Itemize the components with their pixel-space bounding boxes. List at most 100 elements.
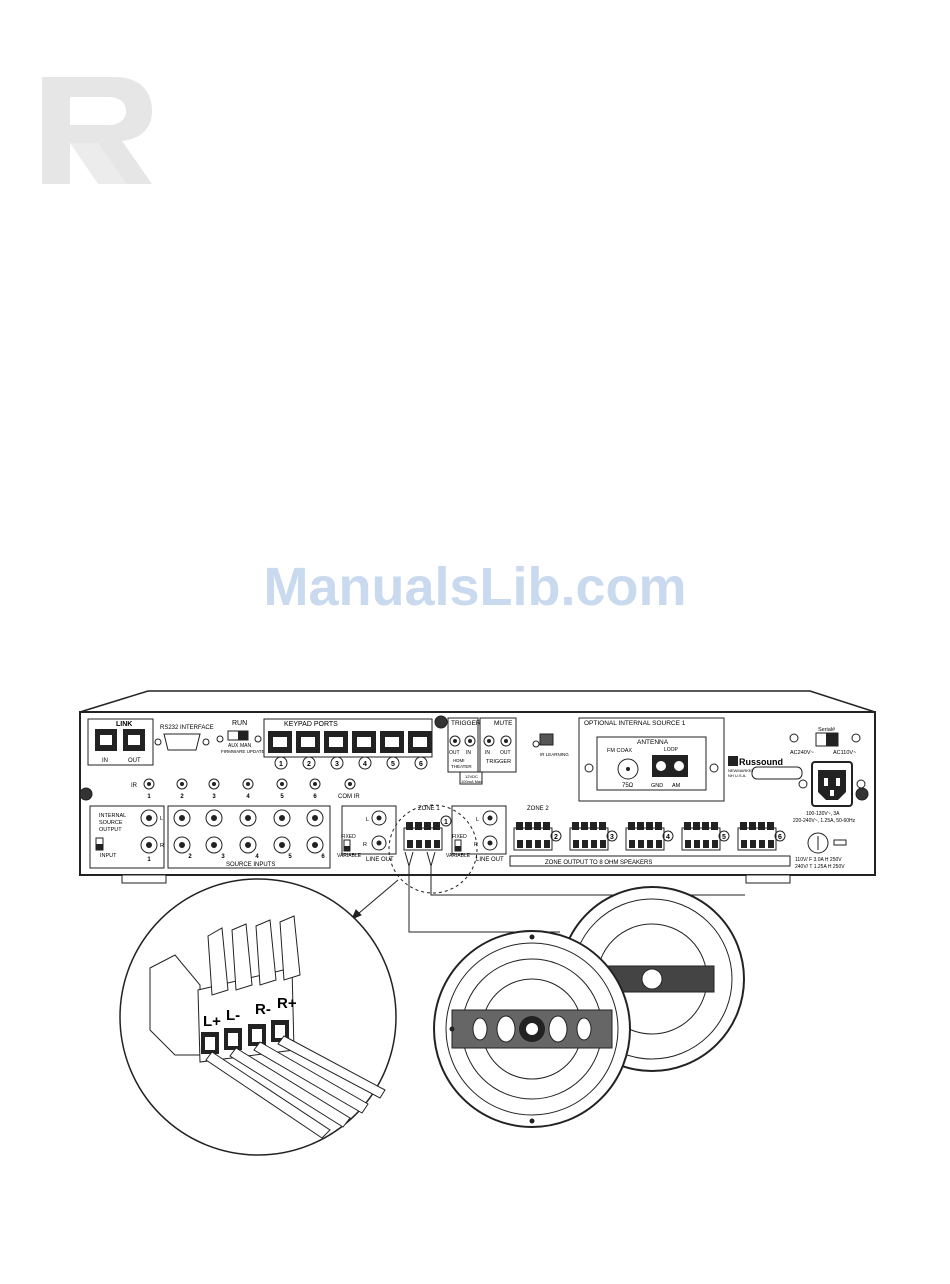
keypad-number: 3 (335, 761, 339, 768)
optional-source-label: OPTIONAL INTERNAL SOURCE 1 (584, 720, 686, 727)
terminal-label-l-minus: L- (226, 1007, 240, 1024)
firmware-label: FIRMWARE UPDATE (221, 749, 265, 754)
internal-source-output: INTERNAL SOURCE OUTPUT INPUT 1 (89, 805, 165, 869)
zone-number: 2 (554, 834, 558, 841)
watermark-text: ManualsLib.com (263, 557, 687, 617)
zone-output-label: ZONE OUTPUT TO 8 OHM SPEAKERS (545, 860, 652, 866)
source-number: 1 (147, 857, 151, 863)
zone2-label: ZONE 2 (527, 806, 549, 812)
trigger-in-label: IN (466, 750, 471, 756)
power-rating1-label: 100-130V~, 3A (806, 811, 840, 817)
source-inputs: L R 2 3 4 5 6 SOURCE INPUTS (160, 805, 331, 869)
ohm75-label: 75Ω (622, 783, 634, 789)
ir-number: 5 (280, 794, 284, 800)
source-number: 2 (188, 854, 192, 860)
zone-number: 4 (666, 834, 670, 841)
net-link-label: LINK (116, 721, 132, 728)
source-inputs-label: SOURCE INPUTS (226, 862, 275, 868)
optional-source-section: OPTIONAL INTERNAL SOURCE 1 ANTENNA FM CO… (578, 717, 725, 802)
ir-number: 6 (313, 794, 317, 800)
russound-badge: Russound NEWMARKET NH U.S.A. (728, 756, 803, 780)
left-channel-label: L (160, 816, 163, 822)
run-switch: RUN AUX MAN FIRMWARE UPDATE (216, 720, 265, 754)
volt-label: 12VDC (465, 774, 478, 779)
source-number: 4 (255, 854, 259, 860)
gnd-label: GND (651, 783, 663, 789)
zone2-line-out-r: R (474, 842, 478, 848)
zone2-variable-label: VARIABLE (446, 853, 471, 859)
ir-learning: IR LEARNING (532, 733, 569, 757)
magnified-terminal-block: L+ L- R- R+ (119, 878, 397, 1156)
ir-number: 2 (180, 794, 184, 800)
source-number: 6 (321, 854, 325, 860)
line-out-label: LINE OUT (366, 857, 394, 863)
trigger-section: TRIGGER OUT IN HDMI THEATER 12VDC 100mA … (447, 717, 483, 785)
source-number: 5 (288, 854, 292, 860)
right-channel-label: R (160, 843, 164, 849)
ir-label: IR (131, 783, 138, 789)
mute-label: MUTE (494, 720, 513, 727)
rs232-label: RS232 INTERFACE (160, 725, 214, 731)
ir-number: 1 (147, 794, 151, 800)
ac240-label: AC240V~ (790, 750, 814, 756)
trigger-out-label: OUT (449, 750, 460, 756)
ir-learning-label: IR LEARNING (540, 752, 569, 757)
run-man-label: MAN (240, 743, 252, 749)
run-aux-label: AUX (228, 743, 239, 749)
power-rating2-label: 220-240V~, 1.25A, 50-60Hz (793, 818, 856, 824)
loop-label: LOOP (664, 747, 679, 753)
mute-trigger-label: TRIGGER (486, 759, 511, 765)
zone2-line-out-l: L (476, 817, 479, 823)
zone-number: 1 (444, 819, 448, 826)
run-label: RUN (232, 720, 247, 727)
terminal-label-l-plus: L+ (203, 1013, 221, 1030)
ir-number: 4 (246, 794, 250, 800)
zone2-line-out-label: LINE OUT (476, 857, 504, 863)
callout-arrow (351, 879, 399, 920)
rs232-port: RS232 INTERFACE (154, 725, 214, 751)
fm-coax-label: FM COAX (607, 748, 632, 754)
brand-label: Russound (739, 757, 783, 767)
serial-label: Serial# (818, 727, 836, 733)
keypad-number: 5 (391, 761, 395, 768)
zone2-line-out: ZONE 2 L R FIXED VARIABLE LINE OUT (446, 805, 549, 863)
input-label: INPUT (100, 853, 117, 859)
ir-jacks-row: IR 1 2 3 4 5 6 COM IR (131, 778, 360, 800)
iso-label-line1: INTERNAL (99, 813, 126, 819)
line-out-r: R (363, 842, 367, 848)
brand-sub1-label: NEWMARKET (728, 768, 755, 773)
brand-sub2-label: NH U.S.A. (728, 773, 746, 778)
power-section: Serial# AC240V~ AC110V~ 100-130V~, 3A 22… (789, 727, 866, 870)
keypad-number: 4 (363, 761, 367, 768)
russound-r-logo (42, 77, 152, 184)
iso-label-line2: SOURCE (99, 820, 123, 826)
iso-label-line3: OUTPUT (99, 827, 122, 833)
zone-number: 6 (778, 834, 782, 841)
antenna-label: ANTENNA (637, 739, 669, 746)
keypad-ports: KEYPAD PORTS 1 2 3 4 5 6 (263, 718, 433, 770)
zone1-speaker-terminal: ZONE 1 1 (388, 804, 478, 894)
keypad-number: 2 (307, 761, 311, 768)
max-label: 100mA Max (461, 779, 482, 784)
keypad-number: 6 (419, 761, 423, 768)
net-link-ports: LINK IN OUT (87, 718, 154, 766)
ir-number: 3 (212, 794, 216, 800)
terminal-label-r-minus: R- (255, 1001, 271, 1018)
fuse1-label: 110V/ F 3.0A H 250V (795, 857, 842, 863)
keypad-ports-label: KEYPAD PORTS (284, 721, 338, 728)
zone-number: 5 (722, 834, 726, 841)
source-number: 3 (221, 854, 225, 860)
zone-number: 3 (610, 834, 614, 841)
zone1-callout-circle (388, 804, 478, 894)
net-in-label: IN (102, 758, 108, 764)
zone1-line-out: L R FIXED VARIABLE LINE OUT (337, 805, 397, 863)
line-out-l: L (366, 817, 369, 823)
zone-speaker-terminals: 2 3 4 5 6 ZONE OUTPUT TO 8 OHM SPEAKER (509, 822, 791, 867)
mute-out-label: OUT (500, 750, 511, 756)
hdmi-label: HDMI (453, 758, 465, 763)
zone2-fixed-label: FIXED (452, 834, 467, 840)
fixed-label: FIXED (341, 834, 356, 840)
terminal-label-r-plus: R+ (277, 995, 297, 1012)
ac110-label: AC110V~ (833, 750, 856, 756)
